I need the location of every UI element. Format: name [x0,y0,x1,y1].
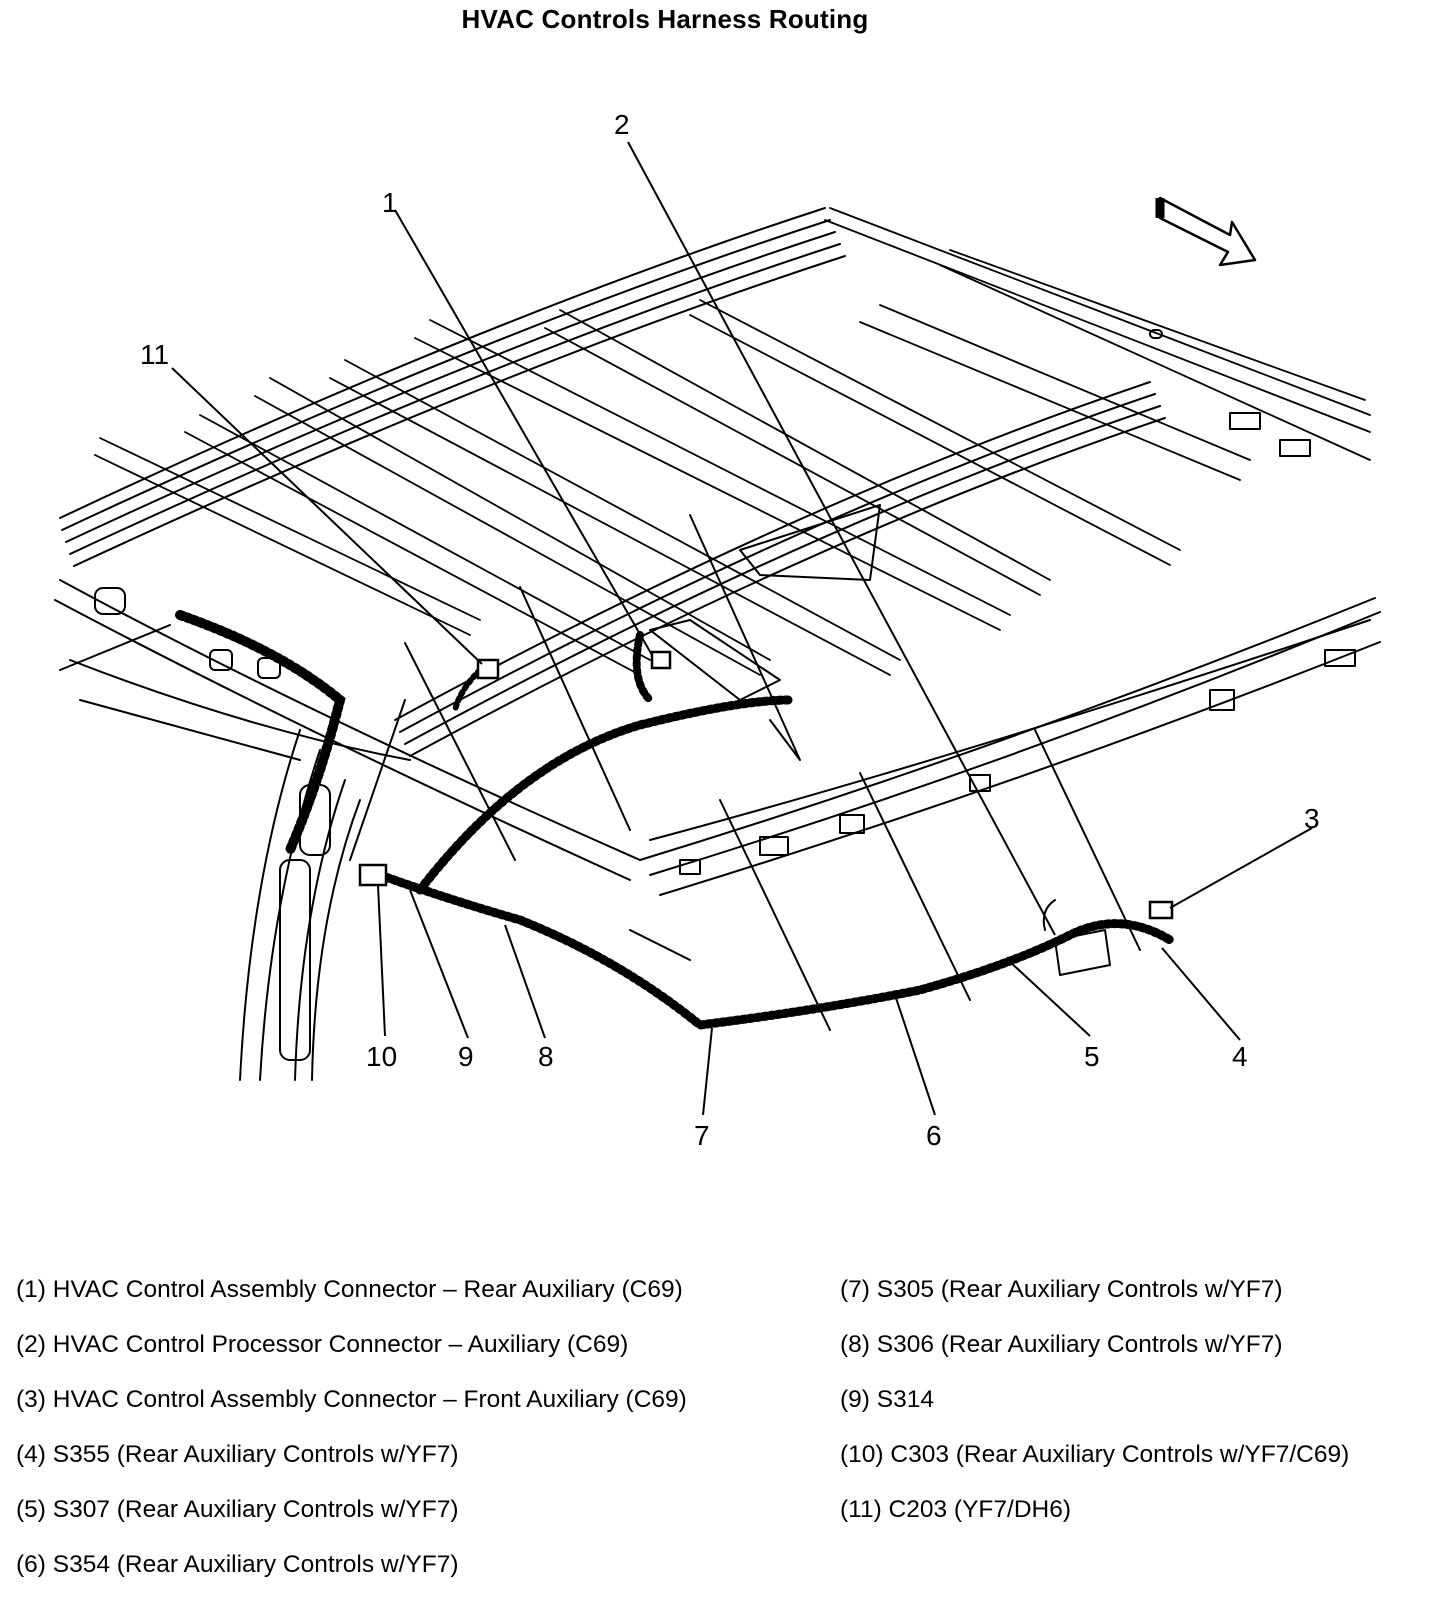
callout-labels: 1 2 3 4 5 6 7 8 9 10 11 [140,109,1320,1151]
legend-item: (5) S307 (Rear Auxiliary Controls w/YF7) [16,1496,459,1523]
windshield-pillar [94,587,361,1081]
callout-6: 6 [926,1120,942,1151]
roof-bow-front [59,207,846,567]
legend-item: (9) S314 [840,1386,934,1413]
legend-item: (8) S306 (Rear Auxiliary Controls w/YF7) [840,1331,1283,1358]
legend-left-column: (1) HVAC Control Assembly Connector – Re… [16,1262,687,1592]
legend-item: (3) HVAC Control Assembly Connector – Fr… [16,1386,687,1413]
callout-5: 5 [1084,1041,1100,1072]
legend-item: (10) C303 (Rear Auxiliary Controls w/YF7… [840,1441,1350,1468]
arrow-icon [1155,196,1257,267]
callout-4: 4 [1232,1041,1248,1072]
callout-7: 7 [694,1120,710,1151]
legend-item: (7) S305 (Rear Auxiliary Controls w/YF7) [840,1276,1283,1303]
roof-side-rail [54,579,1381,896]
callout-10: 10 [366,1041,397,1072]
callout-11: 11 [140,339,169,370]
callout-8: 8 [538,1041,554,1072]
legend-item: (11) C203 (YF7/DH6) [840,1496,1072,1523]
callout-1: 1 [382,187,398,218]
hvac-control-processor-module [649,619,1111,976]
callout-3: 3 [1304,803,1320,834]
legend-item: (2) HVAC Control Processor Connector – A… [16,1331,629,1358]
callout-leader-lines [171,141,1313,1116]
legend-item: (6) S354 (Rear Auxiliary Controls w/YF7) [16,1551,459,1578]
brackets [349,329,1356,1031]
harness-routing-diagram: 1 2 3 4 5 6 7 8 9 10 11 [54,109,1381,1151]
legend-item: (4) S355 (Rear Auxiliary Controls w/YF7) [16,1441,459,1468]
legend-item: (1) HVAC Control Assembly Connector – Re… [16,1276,683,1303]
page-title: HVAC Controls Harness Routing [461,4,869,34]
legend-right-column: (7) S305 (Rear Auxiliary Controls w/YF7)… [840,1262,1349,1537]
wiring-harness [175,610,1175,1030]
roof-bow-rear [394,381,1166,757]
harness-connectors [358,650,1174,920]
callout-2: 2 [614,109,630,140]
callout-9: 9 [458,1041,474,1072]
roof-panel-ribs [94,207,1371,676]
